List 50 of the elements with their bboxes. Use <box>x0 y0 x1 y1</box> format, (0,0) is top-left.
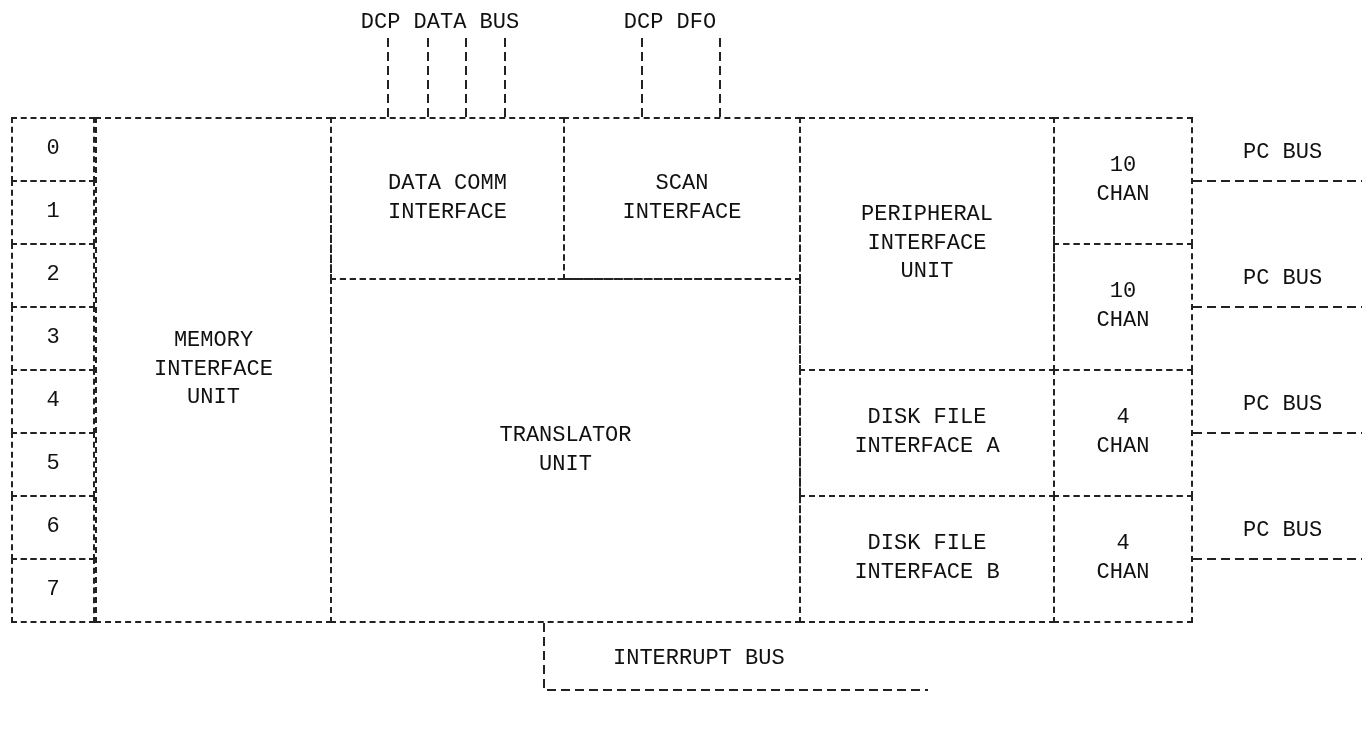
channel-box <box>1053 243 1193 371</box>
port-box <box>11 369 95 434</box>
port-box <box>11 495 95 560</box>
signal-line <box>387 37 389 118</box>
bus-line <box>1192 180 1363 182</box>
port-box <box>11 558 95 623</box>
unit-box <box>95 117 332 623</box>
interface-box <box>330 117 565 280</box>
port-box <box>11 180 95 245</box>
port-number: 2 <box>46 261 60 290</box>
block-label: SCAN INTERFACE <box>621 169 743 227</box>
unit-box <box>330 278 801 623</box>
block-label: DISK FILE INTERFACE A <box>853 404 1001 461</box>
signal-line <box>641 37 643 118</box>
block-label: 4 CHAN <box>1095 530 1151 587</box>
signal-line <box>719 37 721 118</box>
block-label: DISK FILE INTERFACE B <box>853 530 1001 587</box>
interface-box <box>563 117 801 280</box>
channel-box <box>1053 369 1193 497</box>
signal-line <box>465 37 467 118</box>
signal-line <box>427 37 429 118</box>
port-box <box>11 306 95 371</box>
port-number: 1 <box>46 198 60 227</box>
port-number: 4 <box>46 387 60 416</box>
interface-box <box>799 495 1055 623</box>
bus-label: DCP DFO <box>600 8 740 38</box>
bus-line <box>1192 432 1363 434</box>
channel-box <box>1053 495 1193 623</box>
block-label: MEMORY INTERFACE UNIT <box>153 327 274 413</box>
block-label: 10 CHAN <box>1095 278 1151 335</box>
port-box <box>11 117 95 182</box>
port-number: 3 <box>46 324 60 353</box>
port-number: 0 <box>46 135 60 164</box>
bus-label: DCP DATA BUS <box>312 8 568 38</box>
signal-line <box>504 37 506 118</box>
port-box <box>11 432 95 497</box>
block-label: DATA COMM INTERFACE <box>387 169 508 227</box>
port-number: 6 <box>46 513 60 542</box>
port-number: 5 <box>46 450 60 479</box>
bus-line <box>1192 306 1363 308</box>
block-label: 10 CHAN <box>1095 152 1151 209</box>
bus-line <box>1192 558 1363 560</box>
channel-box <box>1053 117 1193 245</box>
unit-box <box>799 117 1055 371</box>
block-label: PERIPHERAL INTERFACE UNIT <box>860 201 994 287</box>
bus-line <box>543 622 929 691</box>
block-label: TRANSLATOR UNIT <box>498 421 633 479</box>
port-number: 7 <box>46 576 60 605</box>
port-box <box>11 243 95 308</box>
block-label: 4 CHAN <box>1095 404 1151 461</box>
